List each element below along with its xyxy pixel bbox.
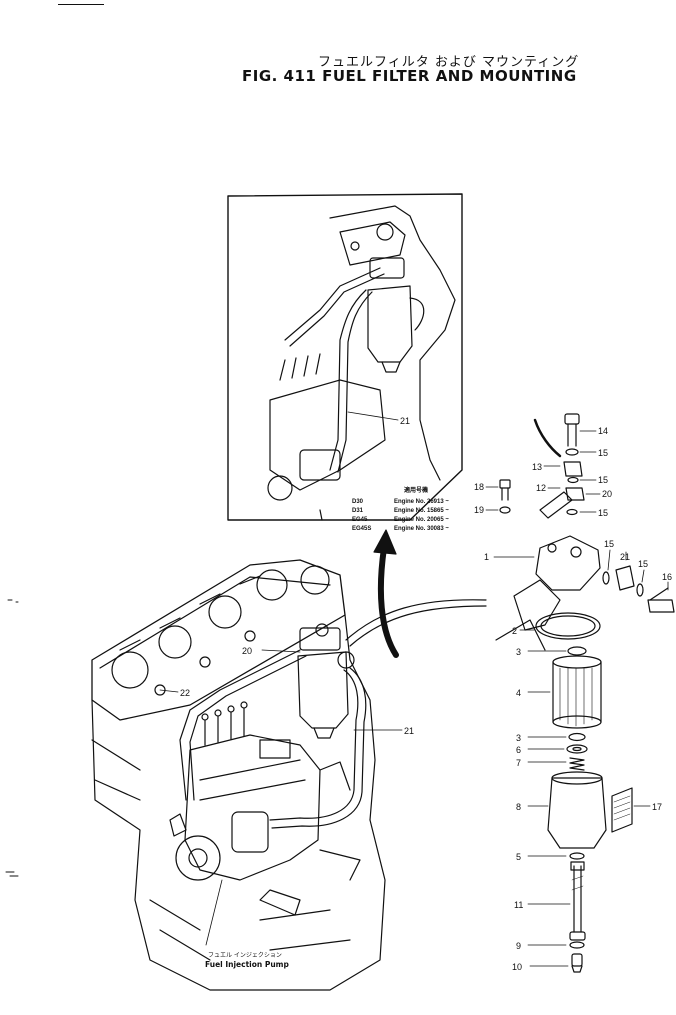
engine-table: 適用号機 D30 Engine No. 26913 ~ D31 Engine N… <box>352 486 449 532</box>
callout-20: 20 <box>602 489 612 499</box>
callout-15-d: 15 <box>604 539 614 549</box>
exploded-parts: 14 15 13 15 20 12 15 18 19 <box>474 413 675 973</box>
pointer-arrow-head <box>373 529 397 555</box>
callout-14: 14 <box>598 426 608 436</box>
callout-21: 21 <box>620 552 630 562</box>
callout-8: 8 <box>516 802 521 812</box>
callout-21-inset: 21 <box>400 416 410 426</box>
engine-number-d30: Engine No. 26913 ~ <box>394 499 449 505</box>
part-15-washer-a <box>565 448 579 456</box>
callout-12: 12 <box>536 483 546 493</box>
inset-view: 21 <box>227 193 463 521</box>
callout-6: 6 <box>516 745 521 755</box>
callout-15-a: 15 <box>598 448 608 458</box>
engine-model-d31: D31 <box>352 508 364 514</box>
part-12-connector <box>539 491 573 519</box>
pump-label: Fuel Injection Pump <box>205 960 289 969</box>
engine-number-eg45: Engine No. 20065 ~ <box>394 517 449 523</box>
callout-3-a: 3 <box>516 647 521 657</box>
part-17-label <box>611 787 633 833</box>
part-2-o-ring <box>535 612 601 640</box>
engine-model-eg45: EG45 <box>352 517 368 523</box>
figure-title: FIG. 411 FUEL FILTER AND MOUNTING <box>242 67 577 85</box>
engine-assembly: 20 21 22 <box>91 559 561 991</box>
callout-5: 5 <box>516 852 521 862</box>
callout-20-engine: 20 <box>242 646 252 656</box>
part-13-banjo <box>563 461 583 477</box>
callout-4: 4 <box>516 688 521 698</box>
callout-21-engine: 21 <box>404 726 414 736</box>
callout-22: 22 <box>180 688 190 698</box>
callout-7: 7 <box>516 758 521 768</box>
part-20-fitting <box>565 487 585 501</box>
callout-1: 1 <box>484 552 489 562</box>
engine-number-eg45s: Engine No. 30083 ~ <box>394 526 449 532</box>
callout-18: 18 <box>474 482 484 492</box>
callout-16: 16 <box>662 572 672 582</box>
part-8-case <box>547 777 607 849</box>
part-1-filter-head <box>535 535 601 591</box>
callout-15-c: 15 <box>598 508 608 518</box>
engine-table-header: 適用号機 <box>404 486 428 494</box>
engine-model-eg45s: EG45S <box>352 526 371 532</box>
callout-2: 2 <box>512 626 517 636</box>
top-rule <box>58 4 104 5</box>
callout-17: 17 <box>652 802 662 812</box>
figure-title-japanese: フュエルフィルタ および マウンティング <box>318 55 580 70</box>
engine-model-d30: D30 <box>352 499 364 505</box>
callout-19: 19 <box>474 505 484 515</box>
callout-15-e: 15 <box>638 559 648 569</box>
engine-number-d31: Engine No. 15865 ~ <box>394 508 449 514</box>
callout-9: 9 <box>516 941 521 951</box>
part-14-bolt <box>564 413 580 425</box>
callout-3-b: 3 <box>516 733 521 743</box>
callout-10: 10 <box>512 962 522 972</box>
pump-label-japanese: フュエル インジェクション <box>208 952 282 959</box>
callout-11: 11 <box>514 900 523 910</box>
pointer-arrow <box>377 545 399 658</box>
callout-13: 13 <box>532 462 542 472</box>
callout-15-b: 15 <box>598 475 608 485</box>
